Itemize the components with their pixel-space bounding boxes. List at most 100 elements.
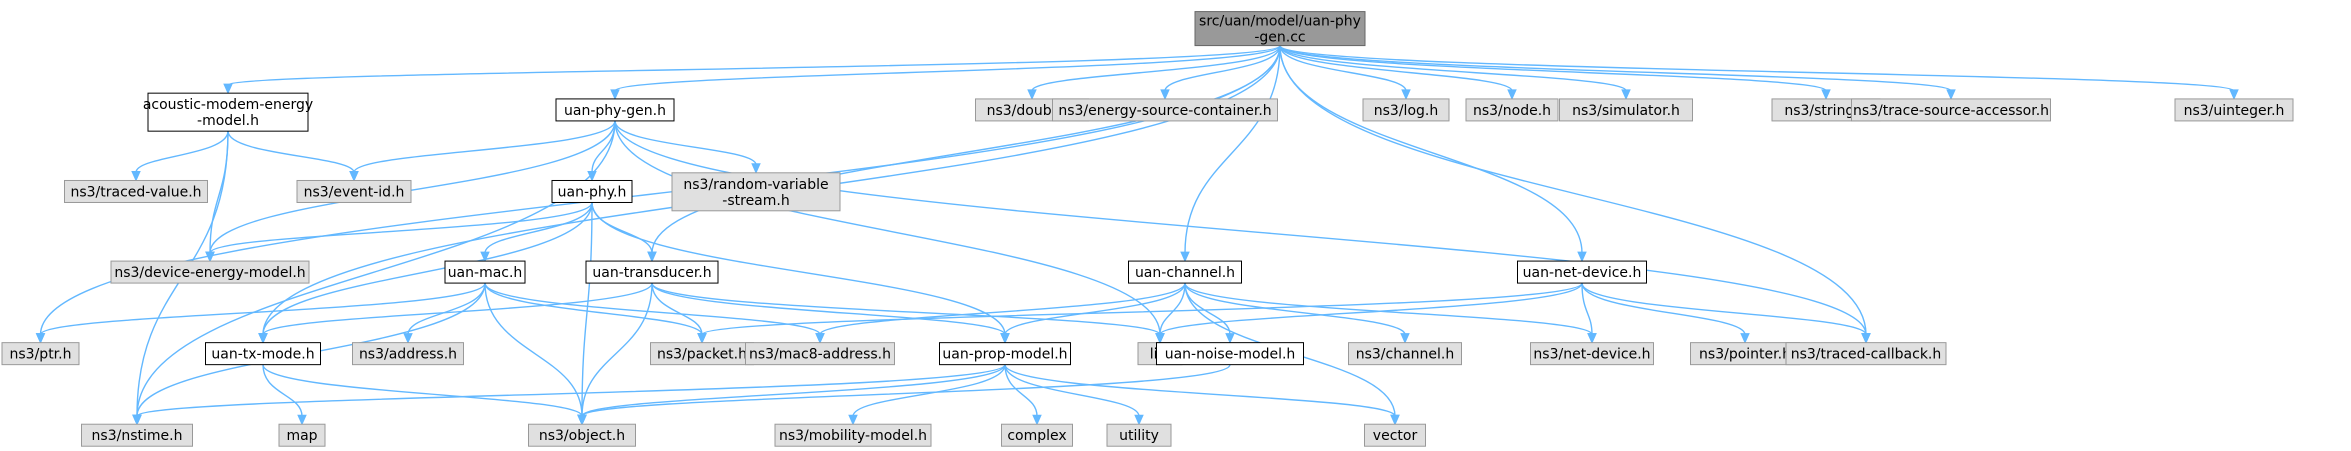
arrowhead-root-to-acoustic (223, 83, 233, 95)
edge-root-to-uanphygen (614, 44, 1281, 92)
edge-uanmac-to-ptr (39, 282, 486, 336)
node-label-simulator: ns3/simulator.h (1572, 103, 1680, 119)
edge-uannetdevice-to-tracedcb (1581, 282, 1867, 335)
edge-uannetdevice-to-list (1159, 282, 1583, 336)
node-label-uantransducer: uan-transducer.h (592, 265, 711, 281)
edge-uanmac-to-object (484, 283, 583, 417)
node-label-address: ns3/address.h (359, 347, 457, 363)
node-uanphy[interactable]: uan-phy.h (551, 179, 633, 203)
node-label-uannetdevice: uan-net-device.h (1523, 265, 1642, 281)
node-box-uanphygen (555, 98, 675, 122)
edge-uanmac-to-packet (484, 282, 703, 335)
arrowhead-uanchannel-to-uanprop (1000, 333, 1010, 344)
edge-root-to-uinteger (1279, 44, 2235, 92)
edge-root-to-double (1031, 45, 1281, 92)
edge-root-to-acoustic (227, 44, 1281, 86)
edge-uanchannel-to-uanprop (1004, 282, 1186, 335)
node-node: ns3/node.h (1465, 98, 1559, 122)
node-uantransducer[interactable]: uan-transducer.h (585, 260, 719, 284)
arrowhead-uantxmode-to-map (297, 414, 307, 426)
node-box-uanchannel (1128, 260, 1242, 284)
edge-uanphygen-to-randomvar (614, 120, 757, 166)
node-uanphygen[interactable]: uan-phy-gen.h (555, 98, 675, 122)
edges-layer (35, 44, 2239, 426)
edge-uanphygen-to-list (614, 120, 1161, 335)
edge-uanchannel-to-mac8 (819, 282, 1186, 336)
node-mac8: ns3/mac8-address.h (745, 342, 895, 366)
node-box-utility (1106, 423, 1172, 447)
node-box-eventid (296, 179, 412, 203)
node-uannetdevice[interactable]: uan-net-device.h (1517, 260, 1647, 284)
edge-uanchannel-to-netdevice (1184, 282, 1593, 336)
node-label-packet: ns3/packet.h (657, 347, 747, 363)
node-label-acoustic: acoustic-modem-energy (143, 97, 313, 113)
node-box-dem (110, 260, 310, 284)
arrowhead-uanchannel-to-uannoise (1225, 333, 1235, 344)
edge-uanphy-to-uantransducer (591, 202, 653, 254)
node-tracedcb: ns3/traced-callback.h (1785, 342, 1947, 366)
node-label-vector: vector (1373, 428, 1418, 444)
edge-uantxmode-to-object (262, 364, 583, 417)
node-nstime: ns3/nstime.h (81, 423, 193, 447)
node-uanchannel[interactable]: uan-channel.h (1128, 260, 1242, 284)
node-root[interactable]: src/uan/model/uan-phy-gen.cc (1194, 11, 1366, 47)
node-box-uannoise (1156, 342, 1304, 366)
edge-root-to-string (1279, 44, 1827, 92)
arrowhead-uanphy-to-uantransducer (647, 251, 657, 263)
node-box-uantransducer (585, 260, 719, 284)
edge-uanmac-to-address (407, 283, 486, 335)
arrowhead-acoustic-to-tracedvalue (131, 170, 141, 182)
node-label-uannoise: uan-noise-model.h (1165, 347, 1296, 363)
node-label-randomvar: -stream.h (722, 193, 789, 209)
edge-uanphy-to-dem (209, 202, 593, 254)
arrowhead-root-to-simulator (1621, 89, 1631, 101)
edge-uannetdevice-to-packet (701, 282, 1583, 336)
node-uantxmode[interactable]: uan-tx-mode.h (205, 342, 321, 366)
edge-uannoise-to-object (581, 364, 1231, 417)
node-box-simulator (1559, 98, 1693, 122)
node-box-tsa (1851, 98, 2051, 122)
edge-uannetdevice-to-netdevice (1581, 283, 1593, 335)
node-box-address (352, 342, 464, 366)
arrowhead-root-to-string (1821, 89, 1831, 101)
node-netdevice: ns3/net-device.h (1530, 342, 1654, 366)
arrowhead-root-to-uannetdevice (1577, 251, 1587, 263)
node-label-node: ns3/node.h (1473, 103, 1551, 119)
node-object: ns3/object.h (528, 423, 636, 447)
node-vector: vector (1364, 423, 1426, 447)
node-label-uanmac: uan-mac.h (448, 265, 523, 281)
edge-uantransducer-to-list (651, 282, 1161, 336)
node-complex: complex (1001, 423, 1073, 447)
node-box-uanmac (444, 260, 526, 284)
arrowhead-uannetdevice-to-tracedcb (1861, 333, 1871, 344)
edge-root-to-uantransducer (651, 45, 1281, 254)
node-acoustic[interactable]: acoustic-modem-energy-model.h (143, 92, 313, 132)
edge-uanmac-to-mac8 (484, 282, 821, 336)
edge-uantransducer-to-packet (651, 283, 703, 335)
node-uanmac[interactable]: uan-mac.h (444, 260, 526, 284)
arrowhead-uannetdevice-to-list (1155, 333, 1165, 344)
arrowhead-uanphygen-to-randomvar (751, 163, 761, 175)
edge-uantxmode-to-map (262, 364, 303, 417)
edge-uanprop-to-nstime (136, 364, 1006, 417)
arrowhead-uannetdevice-to-pointer (1740, 333, 1750, 344)
node-box-esc (1052, 98, 1278, 122)
node-tsa: ns3/trace-source-accessor.h (1851, 98, 2051, 122)
arrowhead-uanprop-to-nstime (132, 414, 142, 426)
node-box-tracedcb (1785, 342, 1947, 366)
node-label-log: ns3/log.h (1374, 103, 1438, 119)
arrowhead-root-to-esc (1160, 89, 1170, 101)
node-box-uinteger (2174, 98, 2294, 122)
edge-uanprop-to-complex (1004, 364, 1038, 417)
edge-uanchannel-to-list (1159, 283, 1186, 335)
edge-acoustic-to-eventid (227, 130, 355, 173)
edge-uanprop-to-vector (1004, 364, 1396, 417)
node-label-string: ns3/string.h (1784, 103, 1867, 119)
edge-root-to-tracedcb (1279, 45, 1867, 335)
arrowhead-root-to-double (1027, 89, 1037, 101)
node-box-log (1362, 98, 1450, 122)
node-label-pointer: ns3/pointer.h (1699, 347, 1791, 363)
node-uannoise[interactable]: uan-noise-model.h (1156, 342, 1304, 366)
node-uanprop[interactable]: uan-prop-model.h (939, 342, 1071, 366)
